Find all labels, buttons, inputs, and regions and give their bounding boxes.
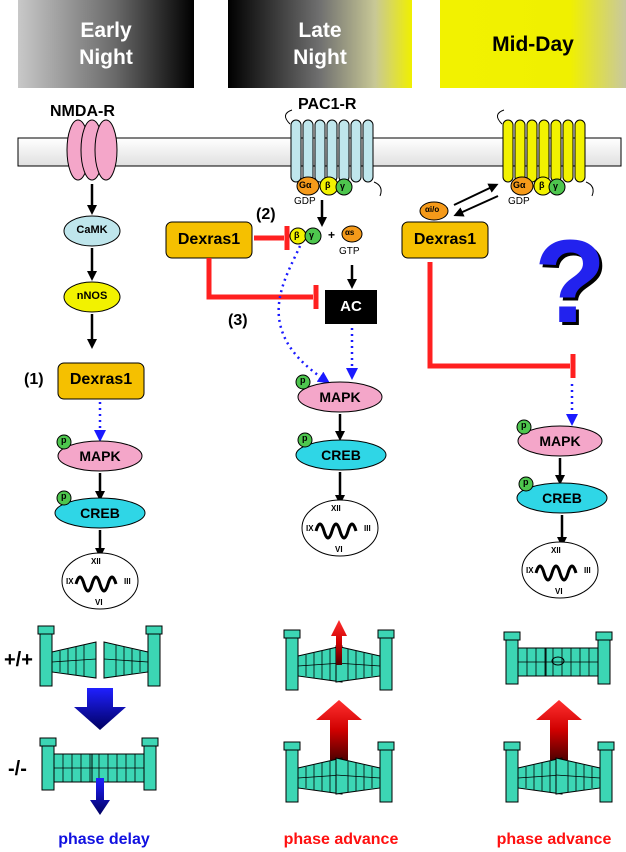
creb-node-3 — [516, 482, 608, 514]
clock-ix-label: IX — [526, 566, 534, 575]
nnos-label: nNOS — [76, 290, 108, 302]
camk-node — [63, 215, 121, 247]
step-2-label: (2) — [256, 206, 276, 223]
camk-label: CaMK — [76, 224, 108, 236]
phospho-label: p — [61, 491, 67, 501]
genotype-ko-label: -/- — [8, 758, 27, 780]
beta-label: β — [294, 230, 300, 240]
gate-delay-wt — [37, 625, 163, 687]
outcome-phase-advance-late: phase advance — [283, 831, 399, 848]
mapk-label-3: MAPK — [539, 433, 581, 449]
alpha-io-subunit — [419, 201, 449, 221]
gdp-label-3: GDP — [508, 196, 530, 207]
dexras1-label-2: Dexras1 — [177, 231, 241, 248]
gamma-label: γ — [553, 181, 559, 191]
creb-label-3: CREB — [542, 490, 582, 506]
step-3-label: (3) — [228, 312, 248, 329]
phospho-label: p — [302, 433, 308, 443]
header-late-night: Late Night — [293, 19, 347, 69]
clock-xii-label: XII — [331, 504, 341, 513]
dexras1-box-1 — [57, 362, 145, 400]
genotype-wt-label: +/+ — [4, 649, 33, 671]
pac1-receptor-label: PAC1-R — [298, 96, 357, 113]
outcome-phase-advance-midday: phase advance — [496, 831, 612, 848]
clock-xii-label: XII — [551, 546, 561, 555]
dexras1-label-1: Dexras1 — [69, 371, 133, 388]
clock-vi-label: VI — [335, 545, 343, 554]
gamma-label: γ — [340, 181, 346, 191]
midday-receptor — [497, 109, 594, 197]
mapk-label-1: MAPK — [79, 448, 121, 464]
g-alpha-label: Gα — [299, 180, 312, 190]
early-night-bar — [18, 0, 194, 88]
nmda-receptor — [66, 119, 118, 181]
ac-box — [325, 290, 377, 324]
gamma-label: γ — [309, 230, 315, 240]
alpha-s-subunit — [341, 225, 363, 243]
dexras1-label-3: Dexras1 — [413, 231, 477, 248]
header-early-night: Early Night — [79, 19, 133, 69]
mapk-node-1 — [57, 440, 143, 472]
gamma-subunit — [304, 227, 322, 245]
creb-node-1 — [54, 497, 146, 529]
creb-label-2: CREB — [321, 447, 361, 463]
g-protein-midday — [510, 176, 566, 196]
mapk-node-2 — [297, 381, 383, 413]
phospho-label: p — [523, 477, 529, 487]
gdp-label-2: GDP — [294, 196, 316, 207]
creb-label-1: CREB — [80, 505, 120, 521]
nnos-node — [63, 281, 121, 313]
clock-xii-label: XII — [91, 557, 101, 566]
clock-iii-label: III — [364, 524, 371, 533]
clock-vi-label: VI — [555, 587, 563, 596]
clock-ix-label: IX — [66, 577, 74, 586]
beta-label: β — [539, 180, 545, 190]
clock-ix-label: IX — [306, 524, 314, 533]
alpha-s-label: αs — [345, 228, 355, 237]
ac-label: AC — [340, 298, 362, 315]
step-1-label: (1) — [24, 371, 44, 388]
outcome-phase-delay: phase delay — [58, 831, 150, 848]
delay-arrow-ko — [90, 778, 110, 815]
pac1-receptor — [285, 109, 382, 197]
mapk-node-3 — [517, 425, 603, 457]
plus-label: + — [328, 228, 336, 242]
delay-arrow-wt — [74, 688, 126, 730]
late-night-bar — [228, 0, 412, 88]
g-alpha-label: Gα — [513, 180, 526, 190]
clock-vi-label: VI — [95, 598, 103, 607]
g-protein-pac1 — [296, 176, 353, 196]
clock-iii-label: III — [584, 566, 591, 575]
phospho-label: p — [61, 435, 67, 445]
advance-arrow-late-ko — [316, 700, 362, 760]
gtp-label: GTP — [339, 246, 360, 257]
phospho-label: p — [300, 375, 306, 385]
question-mark: ? — [534, 216, 607, 348]
creb-node-2 — [295, 439, 387, 471]
header-mid-day: Mid-Day — [492, 32, 574, 56]
beta-label: β — [325, 180, 331, 190]
clock-iii-label: III — [124, 577, 131, 586]
dexras1-box-3 — [401, 221, 489, 259]
advance-arrow-late-wt — [331, 620, 347, 665]
nmda-receptor-label: NMDA-R — [50, 103, 115, 120]
midday-bar — [440, 0, 626, 88]
alpha-io-label: αi/o — [425, 205, 440, 214]
advance-arrow-midday-ko — [536, 700, 582, 760]
mapk-label-2: MAPK — [319, 389, 361, 405]
phospho-label: p — [521, 420, 527, 430]
gate-midday-wt — [503, 631, 613, 685]
